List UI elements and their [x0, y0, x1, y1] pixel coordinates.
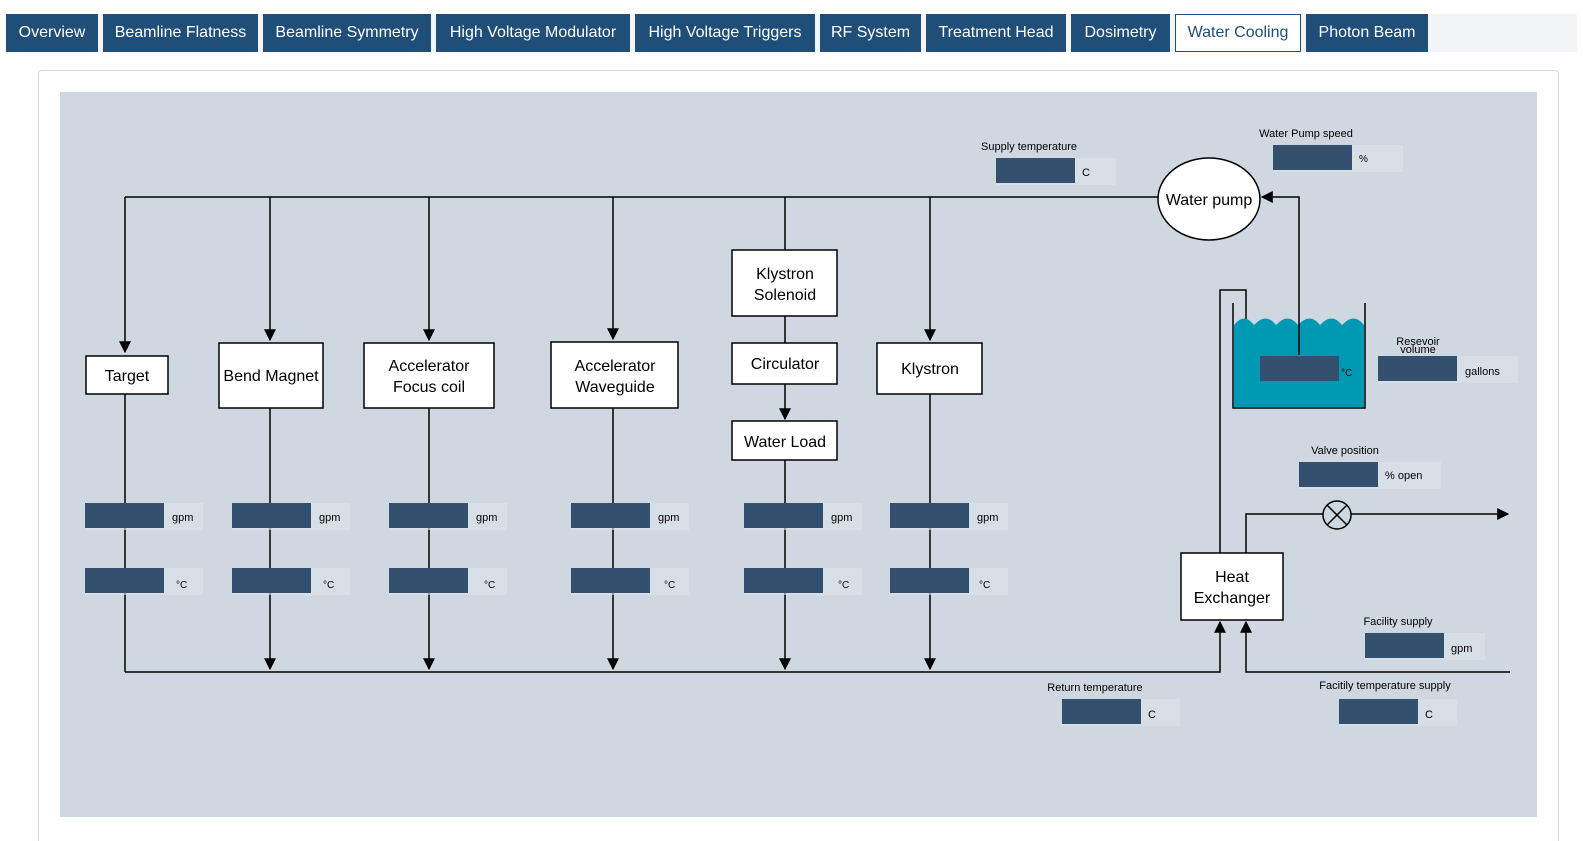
- valve-position-label: Valve position: [1311, 445, 1379, 457]
- bend-magnet-temp-readout: [232, 568, 311, 593]
- valve-icon: [1322, 500, 1352, 530]
- klystron-solenoid-label-2: Solenoid: [754, 287, 816, 304]
- focus-coil-box: [363, 342, 495, 409]
- bend-magnet-temp-unit: °C: [323, 580, 334, 591]
- focus-coil-label-1: Accelerator: [389, 358, 471, 375]
- circulator-box: [731, 342, 838, 385]
- klystron-temp-unit: °C: [979, 580, 990, 591]
- reservoir-tank: [1232, 303, 1366, 409]
- bend-magnet-label: Bend Magnet: [223, 368, 319, 385]
- tab-beamline-symmetry[interactable]: Beamline Symmetry: [263, 14, 431, 52]
- facility-temperature-supply-label: Facitily temperature supply: [1319, 680, 1451, 692]
- waveguide-label-1: Accelerator: [575, 358, 657, 375]
- return-temperature-unit: C: [1148, 709, 1156, 721]
- return-temperature-label: Return temperature: [1047, 682, 1142, 694]
- target-temp-readout: [85, 568, 164, 593]
- reservoir-volume-label-2: volume: [1400, 344, 1435, 356]
- facility-return-pipe: [1245, 513, 1323, 553]
- waveguide-label-2: Waveguide: [575, 379, 655, 396]
- reservoir-temp-unit: °C: [1341, 368, 1352, 379]
- focus-coil-flow-readout: [389, 503, 468, 528]
- tab-treatment-head[interactable]: Treatment Head: [926, 14, 1066, 52]
- water-pump-speed-unit: %: [1359, 154, 1368, 165]
- heat-exchanger-box: [1180, 552, 1284, 621]
- supply-temperature-unit: C: [1082, 167, 1090, 179]
- water-load-flow-unit: gpm: [831, 512, 852, 524]
- water-load-label: Water Load: [744, 434, 826, 451]
- reservoir-volume-unit: gallons: [1465, 366, 1500, 378]
- supply-temperature-label: Supply temperature: [981, 141, 1077, 153]
- facility-temperature-supply-readout: [1339, 699, 1418, 724]
- tab-beamline-flatness[interactable]: Beamline Flatness: [103, 14, 258, 52]
- klystron-box: [876, 342, 983, 395]
- facility-supply-readout: [1365, 633, 1444, 658]
- facility-supply-unit: gpm: [1451, 643, 1472, 655]
- target-temp-unit: °C: [176, 580, 187, 591]
- klystron-flow-unit: gpm: [977, 512, 998, 524]
- tab-photon-beam[interactable]: Photon Beam: [1306, 14, 1428, 52]
- valve-position-unit: % open: [1385, 470, 1422, 482]
- reservoir-temp-readout: [1260, 356, 1339, 381]
- facility-temperature-supply-unit: C: [1425, 709, 1433, 721]
- waveguide-temp-unit: °C: [664, 580, 675, 591]
- focus-coil-flow-unit: gpm: [476, 512, 497, 524]
- water-load-flow-readout: [744, 503, 823, 528]
- water-pump-circle: [1157, 157, 1261, 241]
- reservoir-volume-readout: [1378, 356, 1457, 381]
- tab-dosimetry[interactable]: Dosimetry: [1071, 14, 1170, 52]
- water-load-box: [731, 420, 838, 461]
- bend-magnet-box: [218, 342, 324, 409]
- supply-temperature-readout: [996, 158, 1075, 183]
- target-label: Target: [105, 368, 150, 385]
- facility-supply-label: Facility supply: [1363, 616, 1433, 628]
- klystron-label: Klystron: [901, 361, 959, 378]
- bend-magnet-flow-readout: [232, 503, 311, 528]
- circulator-label: Circulator: [751, 356, 820, 373]
- target-flow-unit: gpm: [172, 512, 193, 524]
- pipe-reservoir-pump: [1260, 191, 1300, 355]
- facility-supply-pipe: [1240, 620, 1510, 673]
- tab-high-voltage-triggers[interactable]: High Voltage Triggers: [635, 14, 815, 52]
- klystron-temp-readout: [890, 568, 969, 593]
- target-box: [85, 355, 169, 395]
- target-flow-readout: [85, 503, 164, 528]
- focus-coil-temp-readout: [389, 568, 468, 593]
- tab-high-voltage-modulator[interactable]: High Voltage Modulator: [436, 14, 630, 52]
- waveguide-flow-unit: gpm: [658, 512, 679, 524]
- water-load-temp-readout: [744, 568, 823, 593]
- klystron-solenoid-label-1: Klystron: [756, 266, 814, 283]
- klystron-solenoid-box: [731, 249, 838, 317]
- water-pump-speed-readout: [1273, 145, 1352, 170]
- heat-exchanger-label-2: Exchanger: [1194, 590, 1271, 607]
- water-load-temp-unit: °C: [838, 580, 849, 591]
- waveguide-flow-readout: [571, 503, 650, 528]
- water-pump-label: Water pump: [1166, 192, 1253, 209]
- return-temperature-readout: [1062, 699, 1141, 724]
- heat-exchanger-label-1: Heat: [1215, 569, 1249, 586]
- focus-coil-label-2: Focus coil: [393, 379, 465, 396]
- tab-rf-system[interactable]: RF System: [820, 14, 921, 52]
- tab-overview[interactable]: Overview: [6, 14, 98, 52]
- return-header-pipe: [125, 620, 1226, 673]
- klystron-flow-readout: [890, 503, 969, 528]
- bend-magnet-flow-unit: gpm: [319, 512, 340, 524]
- valve-position-readout: [1299, 462, 1378, 487]
- tab-water-cooling[interactable]: Water Cooling: [1175, 14, 1301, 52]
- focus-coil-temp-unit: °C: [484, 580, 495, 591]
- waveguide-temp-readout: [571, 568, 650, 593]
- water-pump-speed-label: Water Pump speed: [1259, 128, 1353, 140]
- waveguide-box: [550, 341, 679, 409]
- reservoir-volume-label-1: Resevoir: [1396, 336, 1440, 348]
